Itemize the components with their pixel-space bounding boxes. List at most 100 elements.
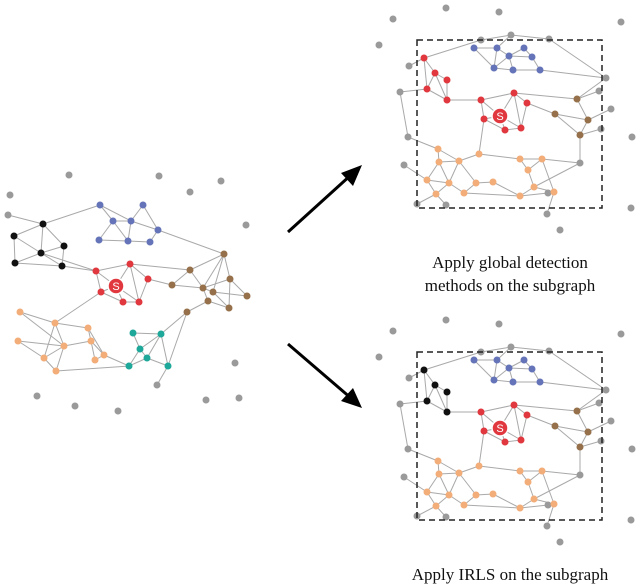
gray-node: [4, 211, 12, 219]
graph-edge: [510, 34, 550, 40]
gray-node: [442, 4, 450, 12]
blue-node: [139, 201, 147, 209]
brown-node: [576, 443, 584, 451]
red-node: [144, 275, 152, 283]
gray-node: [186, 188, 194, 196]
orange-node: [460, 189, 468, 197]
orange-node: [432, 190, 440, 198]
seed-node: [491, 419, 509, 437]
teal-node: [125, 362, 133, 370]
teal-node: [157, 330, 165, 338]
red-node: [443, 76, 451, 84]
graph-edge: [539, 381, 607, 391]
graph-edge: [463, 192, 521, 197]
blue-node: [146, 238, 154, 246]
blue-node: [509, 378, 517, 386]
graph-edge: [98, 220, 114, 241]
graph-edge: [403, 476, 428, 493]
graph-edge: [579, 440, 602, 448]
full-graph: S: [4, 171, 251, 415]
orange-node: [475, 150, 483, 158]
graph-edge: [423, 57, 428, 90]
gray-node: [576, 471, 584, 479]
graph-edge: [127, 240, 151, 243]
graph-edge: [554, 425, 581, 448]
graph-edge: [99, 204, 132, 222]
gray-node: [576, 159, 584, 167]
brown-node: [551, 110, 559, 118]
orange-node: [435, 158, 443, 166]
orange-node: [516, 467, 524, 475]
gray-node: [617, 330, 625, 338]
graph-edge: [554, 425, 589, 433]
node-layer: S: [375, 316, 636, 546]
graph-edge: [548, 350, 607, 391]
red-node: [523, 99, 531, 107]
gray-node: [235, 394, 243, 402]
graph-edge: [541, 470, 581, 476]
orange-node: [472, 491, 480, 499]
teal-node: [164, 362, 172, 370]
graph-edge: [458, 465, 480, 474]
caption-irls: Apply IRLS on the subgraph: [380, 563, 640, 586]
subgraph-box-bottom: [416, 351, 603, 521]
subgraph-irls: S: [375, 316, 636, 546]
graph-edge: [520, 414, 528, 441]
orange-node: [434, 457, 442, 465]
graph-edge: [40, 252, 63, 267]
gray-node: [404, 133, 412, 141]
graph-edge: [423, 351, 482, 371]
red-node: [477, 96, 485, 104]
graph-edge: [7, 214, 44, 225]
gray-node: [602, 386, 610, 394]
gray-node: [617, 18, 625, 26]
graph-edge: [147, 278, 173, 286]
black-node: [443, 388, 451, 396]
graph-edge: [437, 148, 460, 162]
graph-edge: [426, 491, 450, 496]
graph-edge: [399, 400, 428, 405]
teal-node: [143, 354, 151, 362]
caption-global-line2: methods on the subgraph: [424, 276, 596, 295]
orange-node: [445, 179, 453, 187]
gray-node: [375, 353, 383, 361]
brown-node: [183, 308, 191, 316]
graph-edge: [95, 263, 131, 272]
graph-edge: [526, 102, 556, 115]
brown-node: [199, 284, 207, 292]
gray-node: [202, 396, 210, 404]
graph-edge: [519, 504, 549, 509]
graph-edge: [473, 47, 495, 69]
orange-node: [475, 462, 483, 470]
graph-edge: [55, 345, 65, 372]
graph-edge: [103, 354, 130, 367]
graph-edge: [43, 345, 65, 359]
graph-edge: [478, 465, 521, 472]
graph-edge: [520, 102, 528, 129]
blue-node: [96, 201, 104, 209]
edge-layer: [399, 34, 612, 215]
brown-node: [204, 297, 212, 305]
black-node: [423, 397, 431, 405]
graph-edge: [426, 88, 448, 101]
orange-node: [530, 495, 538, 503]
red-node: [97, 288, 105, 296]
gray-node: [556, 226, 564, 234]
orange-node: [455, 469, 463, 477]
blue-node: [509, 66, 517, 74]
graph-edge: [473, 359, 495, 381]
gray-node: [65, 171, 73, 179]
arrow-head-bottom: [341, 388, 362, 408]
brown-node: [551, 422, 559, 430]
gray-node: [543, 210, 551, 218]
gray-node: [405, 62, 413, 70]
graph-edge: [478, 430, 485, 467]
black-node: [39, 220, 47, 228]
graph-edge: [202, 253, 225, 289]
orange-node: [51, 319, 59, 327]
graph-edge: [13, 235, 16, 264]
red-node: [126, 260, 134, 268]
graph-edge: [61, 265, 97, 272]
orange-node: [516, 504, 524, 512]
graph-edge: [98, 239, 129, 242]
